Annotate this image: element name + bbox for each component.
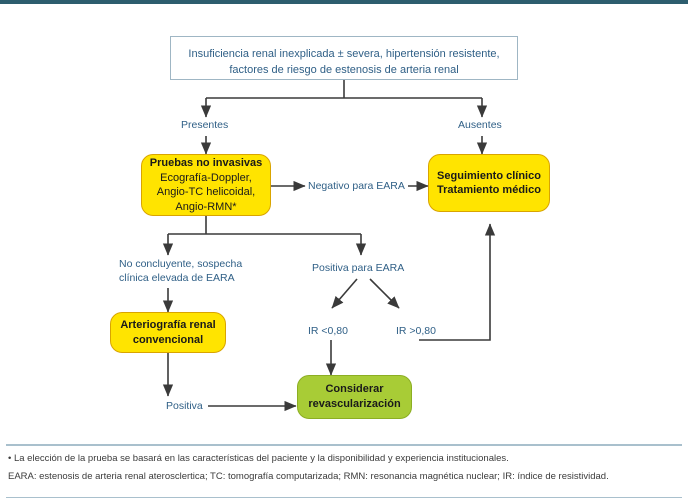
wire-ir-high-to-followup [419,223,496,341]
footnote-divider-bottom [6,497,682,498]
footnote-divider-top [6,444,682,446]
wire-eara-to-ir-high [369,278,400,309]
footnotes-section: • La elección de la prueba se basará en … [0,440,688,503]
node-consider-revascularization[interactable]: Considerar revascularización [297,375,412,419]
angiography-line-1: Arteriografía renal [120,319,216,331]
noninvasive-tests-line-3: Angio-TC helicoidal, [156,186,256,198]
label-ir-low: IR <0,80 [308,325,348,337]
noninvasive-tests-line-2: Ecografía-Doppler, [160,171,252,184]
header-line-1: Insuficiencia renal inexplicada ± severa… [188,48,500,60]
flowchart-canvas: Insuficiencia renal inexplicada ± severa… [0,4,688,440]
noninvasive-tests-title: Pruebas no invasivas [149,157,263,169]
revascularization-line-2: revascularización [308,398,401,410]
label-positiva-eara: Positiva para EARA [312,262,405,274]
revascularization-line-1: Considerar [325,383,384,395]
label-inconclusive: No concluyente, sospecha clínica elevada… [119,257,264,285]
clinical-followup-line-1: Seguimiento clínico [437,169,541,182]
node-conventional-angiography[interactable]: Arteriografía renal convencional [110,312,226,353]
label-ir-high: IR >0,80 [396,325,436,337]
top-accent-bar [0,0,688,4]
label-presentes: Presentes [181,119,229,131]
header-line-2: factores de riesgo de estenosis de arter… [229,64,459,76]
label-inconclusive-line-1: No concluyente, sospecha [119,258,243,270]
label-negativo-eara: Negativo para EARA [308,180,405,192]
label-positiva: Positiva [166,400,203,412]
connector-layer [162,80,496,412]
header-box: Insuficiencia renal inexplicada ± severa… [170,36,518,80]
clinical-followup-line-2: Tratamiento médico [437,184,541,196]
label-inconclusive-line-2: clínica elevada de EARA [119,272,235,284]
wire-eara-to-ir-low [331,278,358,309]
node-clinical-followup[interactable]: Seguimiento clínico Tratamiento médico [428,154,550,212]
label-ausentes: Ausentes [458,119,502,131]
footnote-abbreviations: EARA: estenosis de arteria renal aterosc… [8,471,609,482]
footnote-test-selection: • La elección de la prueba se basará en … [8,453,509,464]
node-noninvasive-tests[interactable]: Pruebas no invasivas Ecografía-Doppler, … [141,154,271,216]
angiography-line-2: convencional [132,333,204,346]
noninvasive-tests-line-4: Angio-RMN* [175,200,237,213]
